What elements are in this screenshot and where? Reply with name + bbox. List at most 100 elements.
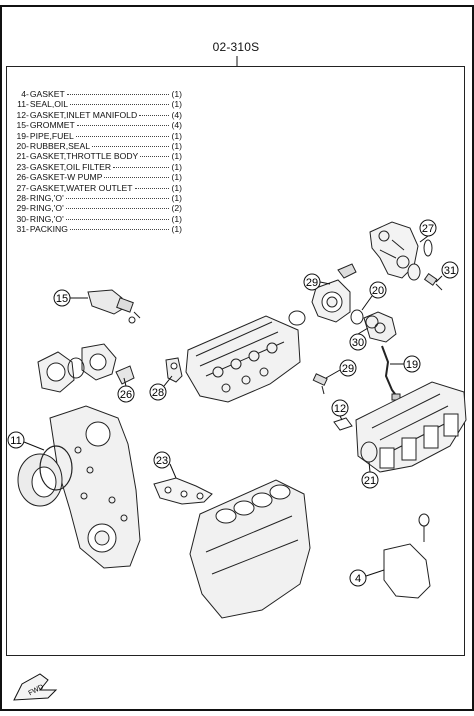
part-quantity: (1) [171,172,182,183]
part-quantity: (4) [171,120,182,131]
callout-23: 23 [153,451,177,479]
parts-row: 28-RING,'O'(1) [14,193,182,203]
part-quantity: (1) [171,89,182,99]
frame-right-border [472,5,474,711]
part-name: PIPE,FUEL [29,130,74,141]
leader-dots [65,198,170,200]
part-quantity: (4) [171,109,182,120]
leader-dots [76,125,170,127]
callout-21: 21 [361,461,379,489]
injector [87,289,141,324]
leader-dots [104,177,170,179]
leader-dots [65,218,170,220]
callout-15: 15 [53,289,88,307]
part-name: GASKET,INLET MANIFOLD [29,109,138,120]
part-quantity: (1) [171,99,182,110]
callout-12: 12 [331,399,349,421]
leader-dots [69,229,170,231]
parts-list: 4-GASKET(1) 11-SEAL,OIL(1) 12-GASKET,INL… [14,89,182,235]
fuel-pump [363,311,401,401]
group-number-label: 02-310S [212,40,260,54]
water-pump-gasket [67,357,85,379]
parts-row: 26-GASKET-W PUMP(1) [14,172,182,182]
callout-label: 29 [342,363,354,375]
callout-29-upper: 29 [303,273,331,291]
callout-26: 26 [117,377,135,403]
leader-dots [65,208,170,210]
callout-label: 21 [364,475,376,487]
part-name: RING,'O' [29,213,64,224]
callout-28: 28 [149,375,173,401]
cylinder-head [185,315,301,403]
leader-dots [139,114,170,116]
part-number: 19 [16,130,26,141]
parts-row: 29-RING,'O'(2) [14,203,182,213]
part-number: 28 [16,193,26,204]
sensor-plug [312,373,328,395]
fuel-pump-o-ring [365,315,379,329]
callout-30: 30 [349,327,369,351]
parts-row: 23-GASKET,OIL FILTER(1) [14,162,182,172]
part-number: 26 [16,172,26,183]
part-quantity: (1) [171,141,182,152]
part-name: SEAL,OIL [29,99,69,110]
part-name: GASKET-W PUMP [29,172,103,183]
part-number: 4 [21,89,26,99]
part-name: GASKET,WATER OUTLET [29,182,133,193]
part-number: 23 [16,161,26,172]
part-number: 29 [16,203,26,214]
callout-label: 11 [10,435,21,447]
part-name: PACKING [29,224,68,235]
callout-31: 31 [435,261,459,283]
parts-row: 27-GASKET,WATER OUTLET(1) [14,183,182,193]
callout-27: 27 [419,219,437,243]
part-number: 30 [16,213,26,224]
frame-bottom-border [0,709,474,711]
part-name: RING,'O' [29,203,64,214]
part-quantity: (1) [171,151,182,162]
frame-top-border [0,5,474,7]
frame-left-border [0,5,2,711]
temperature-sensor [423,272,443,291]
callout-label: 30 [352,337,364,349]
inlet-manifold-gasket [333,417,353,431]
callout-label: 4 [355,573,361,585]
part-quantity: (1) [171,193,182,204]
parts-row: 11-SEAL,OIL(1) [14,99,182,109]
part-name: RUBBER,SEAL [29,141,91,152]
callout-11: 11 [7,431,45,451]
oil-filter-gasket [153,477,213,505]
part-name: RING,'O' [29,193,64,204]
callout-label: 15 [56,293,68,305]
parts-row: 31-PACKING(1) [14,224,182,234]
callout-4: 4 [349,569,385,587]
oil-pan-gasket [383,513,431,599]
part-quantity: (1) [171,224,182,235]
forward-arrow-icon: FWD [13,673,58,701]
water-pump [37,343,135,393]
part-quantity: (1) [171,130,182,141]
part-number: 12 [16,109,26,120]
cylinder-block [189,479,311,619]
part-name: GASKET,OIL FILTER [29,161,112,172]
leader-dots [113,166,170,168]
leader-dots [140,156,170,158]
callout-label: 20 [372,285,384,297]
parts-row: 19-PIPE,FUEL(1) [14,131,182,141]
part-name: GROMMET [29,120,75,131]
front-oil-seal [39,445,73,491]
part-quantity: (1) [171,161,182,172]
water-outlet-gasket [423,239,433,257]
part-name: GASKET [29,89,65,99]
leader-dots [66,94,170,95]
callout-label: 27 [422,223,434,235]
parts-row: 30-RING,'O'(1) [14,214,182,224]
parts-row: 15-GROMMET(4) [14,120,182,130]
part-quantity: (1) [171,213,182,224]
part-quantity: (1) [171,182,182,193]
gasket-kit-box [6,66,465,656]
callout-19: 19 [390,355,421,373]
parts-row: 21-GASKET,THROTTLE BODY(1) [14,151,182,161]
throttle-gasket [288,310,306,326]
